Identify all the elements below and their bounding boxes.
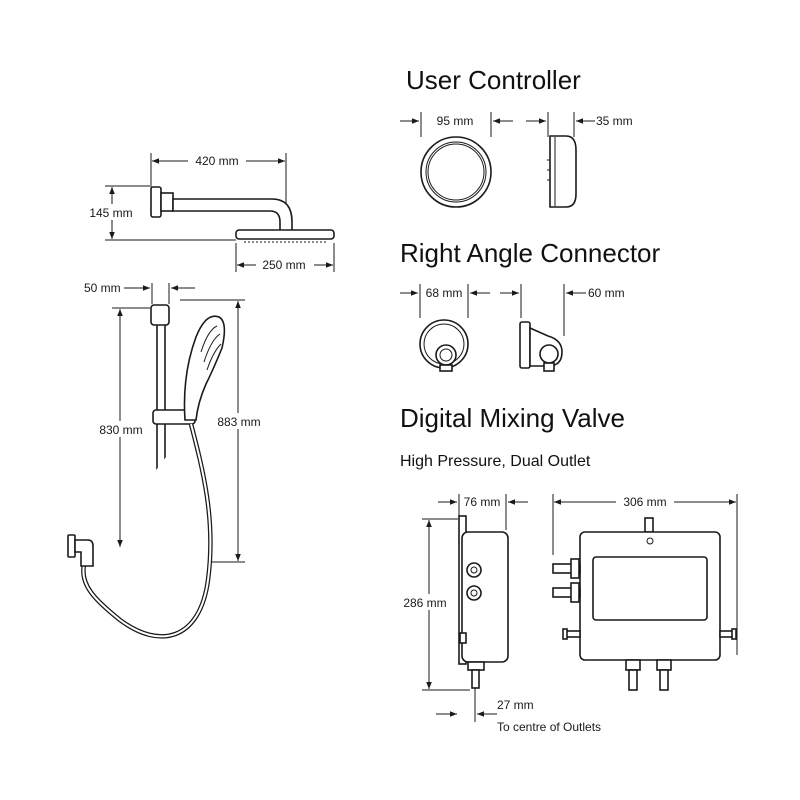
right-angle-connector-title: Right Angle Connector <box>400 238 661 268</box>
rail-length-label: 830 mm <box>99 423 142 437</box>
overall-height-label: 883 mm <box>217 415 260 429</box>
shower-head-drawing <box>105 153 335 272</box>
arm-length-label: 420 mm <box>195 154 238 168</box>
user-controller-title: User Controller <box>406 65 581 95</box>
valve-height-label: 286 mm <box>403 596 446 610</box>
connector-depth-label: 60 mm <box>588 286 625 300</box>
valve-width-label: 306 mm <box>623 495 666 509</box>
user-controller-drawing <box>420 112 577 208</box>
drop-label: 145 mm <box>89 206 132 220</box>
rail-kit-drawing <box>67 283 245 639</box>
head-diameter-label: 250 mm <box>262 258 305 272</box>
controller-depth-label: 35 mm <box>596 114 633 128</box>
connector-width-label: 68 mm <box>426 286 463 300</box>
mixing-valve-side-drawing <box>422 494 509 722</box>
outlet-note: To centre of Outlets <box>497 720 601 734</box>
bracket-width-label: 50 mm <box>84 281 121 295</box>
outlet-offset-label: 27 mm <box>497 698 534 712</box>
controller-width-label: 95 mm <box>437 114 474 128</box>
mixing-valve-front-drawing <box>552 494 738 691</box>
digital-mixing-valve-subtitle: High Pressure, Dual Outlet <box>400 453 591 470</box>
right-angle-connector-drawing <box>419 284 565 372</box>
digital-mixing-valve-title: Digital Mixing Valve <box>400 403 625 433</box>
valve-depth-label: 76 mm <box>464 495 501 509</box>
